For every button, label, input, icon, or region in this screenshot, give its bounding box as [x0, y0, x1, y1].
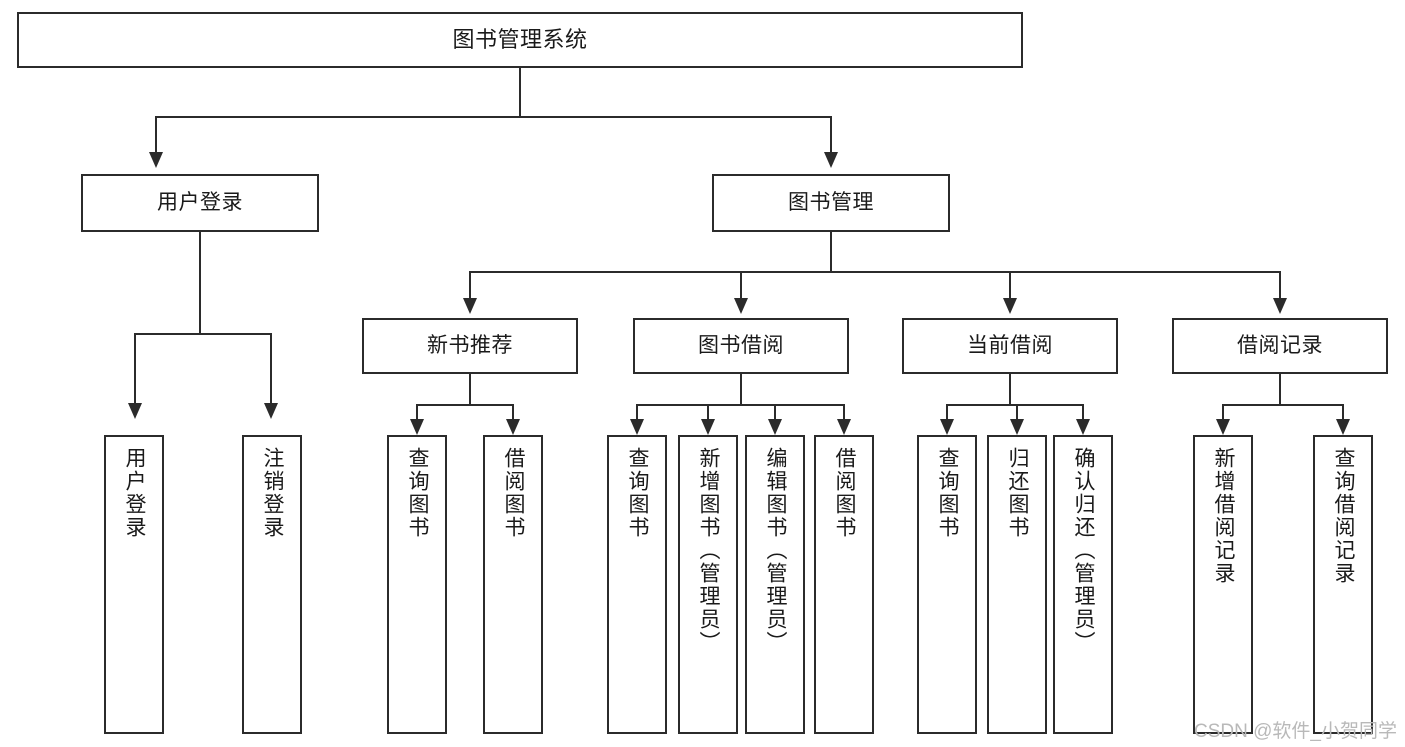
connector-root-to-book-management: [830, 116, 832, 156]
connector-current-borrow-to-leaf-3: [1082, 404, 1084, 422]
connector-current-borrow-to-leaf-1: [946, 404, 948, 422]
node-label: 图书借阅: [698, 333, 784, 357]
connector-borrow-record-stem: [1279, 374, 1281, 406]
leaf-return-book[interactable]: 归还图书: [987, 435, 1047, 734]
leaf-confirm-return[interactable]: 确认归还（管理员）: [1053, 435, 1113, 734]
leaf-add-book[interactable]: 新增图书（管理员）: [678, 435, 738, 734]
connector-bm-to-new-book: [469, 271, 471, 301]
leaf-logout-login[interactable]: 注销登录: [242, 435, 302, 734]
arrowhead-book-borrow: [734, 298, 748, 314]
leaf-query-record[interactable]: 查询借阅记录: [1313, 435, 1373, 734]
node-current-borrow[interactable]: 当前借阅: [902, 318, 1118, 374]
node-label: 查询图书: [406, 447, 430, 539]
node-label: 查询图书: [936, 447, 960, 539]
node-book-management[interactable]: 图书管理: [712, 174, 950, 232]
node-label: 借阅记录: [1237, 333, 1323, 357]
arrowhead-current-borrow-leaf-3: [1076, 419, 1090, 435]
node-label: 归还图书: [1006, 447, 1030, 539]
connector-new-book-to-leaf-1: [416, 404, 418, 422]
node-label: 图书管理系统: [452, 27, 588, 53]
arrowhead-current-borrow-leaf-1: [940, 419, 954, 435]
connector-current-borrow-to-leaf-2: [1016, 404, 1018, 422]
connector-root-to-user-login: [155, 116, 157, 156]
arrowhead-current-borrow: [1003, 298, 1017, 314]
connector-book-management-bus: [469, 271, 1281, 273]
connector-user-login-to-leaf-2: [270, 333, 272, 407]
connector-borrow-record-bus: [1222, 404, 1344, 406]
node-root-system[interactable]: 图书管理系统: [17, 12, 1023, 68]
arrowhead-to-book-management: [824, 152, 838, 168]
connector-book-borrow-to-leaf-2: [707, 404, 709, 422]
connector-book-management-stem: [830, 232, 832, 273]
connector-book-borrow-to-leaf-3: [774, 404, 776, 422]
arrowhead-new-book-leaf-1: [410, 419, 424, 435]
connector-new-book-bus: [416, 404, 513, 406]
connector-book-borrow-bus: [636, 404, 845, 406]
arrowhead-borrow-record-leaf-2: [1336, 419, 1350, 435]
arrowhead-user-login-leaf-1: [128, 403, 142, 419]
node-label: 注销登录: [261, 447, 285, 539]
node-label: 用户登录: [123, 447, 147, 539]
connector-user-login-bus: [134, 333, 272, 335]
connector-bm-to-current-borrow: [1009, 271, 1011, 301]
node-label: 编辑图书（管理员）: [764, 447, 788, 654]
node-label: 当前借阅: [967, 333, 1053, 357]
connector-user-login-stem: [199, 232, 201, 334]
arrowhead-new-book-leaf-2: [506, 419, 520, 435]
connector-root-stem: [519, 68, 521, 117]
connector-bm-to-book-borrow: [740, 271, 742, 301]
connector-book-borrow-to-leaf-1: [636, 404, 638, 422]
node-book-borrow[interactable]: 图书借阅: [633, 318, 849, 374]
connector-user-login-to-leaf-1: [134, 333, 136, 407]
node-label: 用户登录: [157, 190, 243, 214]
leaf-borrow-book-1[interactable]: 借阅图书: [483, 435, 543, 734]
node-label: 图书管理: [788, 190, 874, 214]
leaf-query-book-1[interactable]: 查询图书: [387, 435, 447, 734]
connector-root-bus: [155, 116, 831, 118]
connector-current-borrow-stem: [1009, 374, 1011, 406]
arrowhead-current-borrow-leaf-2: [1010, 419, 1024, 435]
connector-book-borrow-to-leaf-4: [843, 404, 845, 422]
leaf-user-login[interactable]: 用户登录: [104, 435, 164, 734]
node-new-book-recommend[interactable]: 新书推荐: [362, 318, 578, 374]
connector-current-borrow-bus: [946, 404, 1084, 406]
arrowhead-to-user-login: [149, 152, 163, 168]
node-label: 查询图书: [626, 447, 650, 539]
node-label: 查询借阅记录: [1332, 447, 1356, 585]
leaf-borrow-book-2[interactable]: 借阅图书: [814, 435, 874, 734]
node-label: 确认归还（管理员）: [1072, 447, 1096, 654]
node-borrow-record[interactable]: 借阅记录: [1172, 318, 1388, 374]
node-label: 新增图书（管理员）: [697, 447, 721, 654]
arrowhead-borrow-record: [1273, 298, 1287, 314]
connector-new-book-stem: [469, 374, 471, 406]
connector-borrow-record-to-leaf-1: [1222, 404, 1224, 422]
arrowhead-borrow-record-leaf-1: [1216, 419, 1230, 435]
connector-new-book-to-leaf-2: [512, 404, 514, 422]
connector-book-borrow-stem: [740, 374, 742, 406]
leaf-add-record[interactable]: 新增借阅记录: [1193, 435, 1253, 734]
arrowhead-book-borrow-leaf-1: [630, 419, 644, 435]
connector-borrow-record-to-leaf-2: [1342, 404, 1344, 422]
arrowhead-book-borrow-leaf-4: [837, 419, 851, 435]
connector-bm-to-borrow-record: [1279, 271, 1281, 301]
node-label: 新书推荐: [427, 333, 513, 357]
node-user-login[interactable]: 用户登录: [81, 174, 319, 232]
arrowhead-book-borrow-leaf-3: [768, 419, 782, 435]
leaf-edit-book[interactable]: 编辑图书（管理员）: [745, 435, 805, 734]
arrowhead-new-book-recommend: [463, 298, 477, 314]
arrowhead-user-login-leaf-2: [264, 403, 278, 419]
node-label: 借阅图书: [833, 447, 857, 539]
node-label: 借阅图书: [502, 447, 526, 539]
leaf-query-book-2[interactable]: 查询图书: [607, 435, 667, 734]
leaf-query-book-3[interactable]: 查询图书: [917, 435, 977, 734]
arrowhead-book-borrow-leaf-2: [701, 419, 715, 435]
node-label: 新增借阅记录: [1212, 447, 1236, 585]
